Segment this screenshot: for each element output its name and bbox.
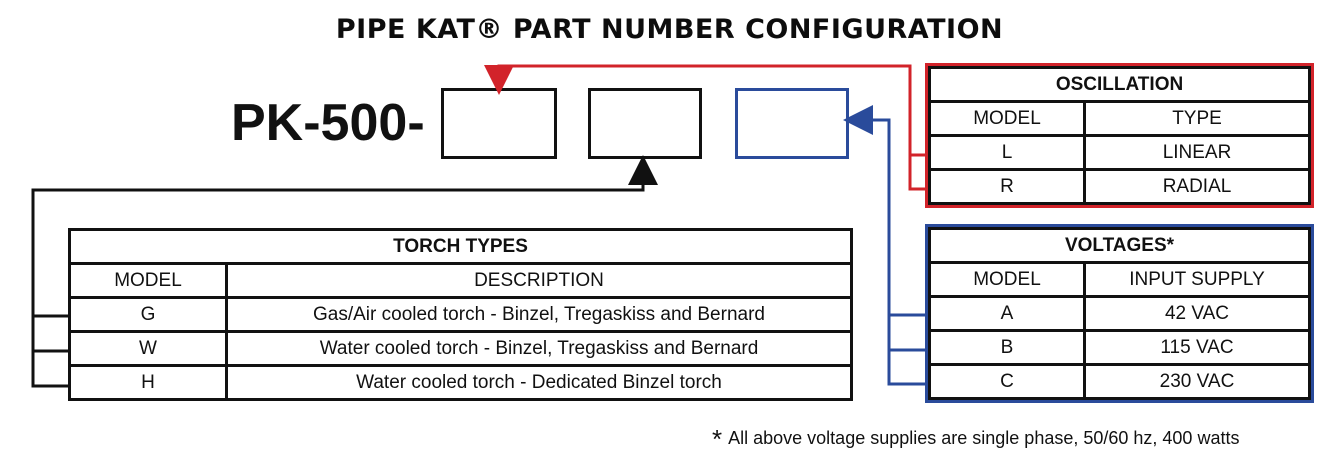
torch-description-cell: Water cooled torch - Dedicated Binzel to… — [225, 364, 853, 401]
oscillation-type-cell: LINEAR — [1082, 134, 1312, 171]
torch-description-cell: Water cooled torch - Binzel, Tregaskiss … — [225, 330, 853, 367]
torch-model-cell: H — [68, 364, 228, 401]
torch-model-cell: W — [68, 330, 228, 367]
torch-types-table: TORCH TYPES MODEL DESCRIPTION G Gas/Air … — [68, 228, 853, 401]
oscillation-slot — [441, 88, 557, 159]
page-title: PIPE KAT® PART NUMBER CONFIGURATION — [335, 14, 1004, 45]
voltages-table: VOLTAGES* MODEL INPUT SUPPLY A 42 VAC B … — [925, 224, 1314, 403]
oscillation-header-model: MODEL — [928, 100, 1086, 137]
torch-header-description: DESCRIPTION — [225, 262, 853, 299]
voltage-connector — [843, 105, 928, 386]
voltage-model-cell: C — [928, 363, 1086, 400]
footnote-text: All above voltage supplies are single ph… — [728, 428, 1240, 448]
voltage-model-cell: B — [928, 329, 1086, 366]
torch-connector — [31, 155, 658, 388]
voltage-supply-cell: 115 VAC — [1083, 329, 1311, 366]
part-number-prefix: PK-500- — [231, 94, 425, 152]
oscillation-title: OSCILLATION — [927, 66, 1312, 103]
table-row: L LINEAR — [928, 134, 1312, 171]
table-row: G Gas/Air cooled torch - Binzel, Tregask… — [68, 296, 853, 333]
oscillation-model-cell: L — [928, 134, 1086, 171]
torch-types-title: TORCH TYPES — [68, 228, 853, 265]
torch-model-cell: G — [68, 296, 228, 333]
voltages-title: VOLTAGES* — [928, 227, 1311, 264]
footnote-marker: * — [712, 424, 723, 454]
table-row: C 230 VAC — [928, 363, 1311, 400]
table-row: H Water cooled torch - Dedicated Binzel … — [68, 364, 853, 401]
oscillation-type-cell: RADIAL — [1082, 168, 1312, 205]
oscillation-header-type: TYPE — [1082, 100, 1312, 137]
table-row: W Water cooled torch - Binzel, Tregaskis… — [68, 330, 853, 367]
table-row: B 115 VAC — [928, 329, 1311, 366]
voltage-model-cell: A — [928, 295, 1086, 332]
oscillation-table: OSCILLATION MODEL TYPE L LINEAR R RADIAL — [924, 63, 1315, 208]
voltages-header-model: MODEL — [928, 261, 1086, 298]
footnote: *All above voltage supplies are single p… — [712, 420, 1240, 454]
voltages-header-input-supply: INPUT SUPPLY — [1083, 261, 1311, 298]
oscillation-model-cell: R — [928, 168, 1086, 205]
voltage-supply-cell: 42 VAC — [1083, 295, 1311, 332]
table-row: R RADIAL — [928, 168, 1312, 205]
voltage-supply-cell: 230 VAC — [1083, 363, 1311, 400]
oscillation-connector — [484, 64, 928, 191]
table-row: A 42 VAC — [928, 295, 1311, 332]
torch-type-slot — [588, 88, 702, 159]
torch-description-cell: Gas/Air cooled torch - Binzel, Tregaskis… — [225, 296, 853, 333]
torch-header-model: MODEL — [68, 262, 228, 299]
